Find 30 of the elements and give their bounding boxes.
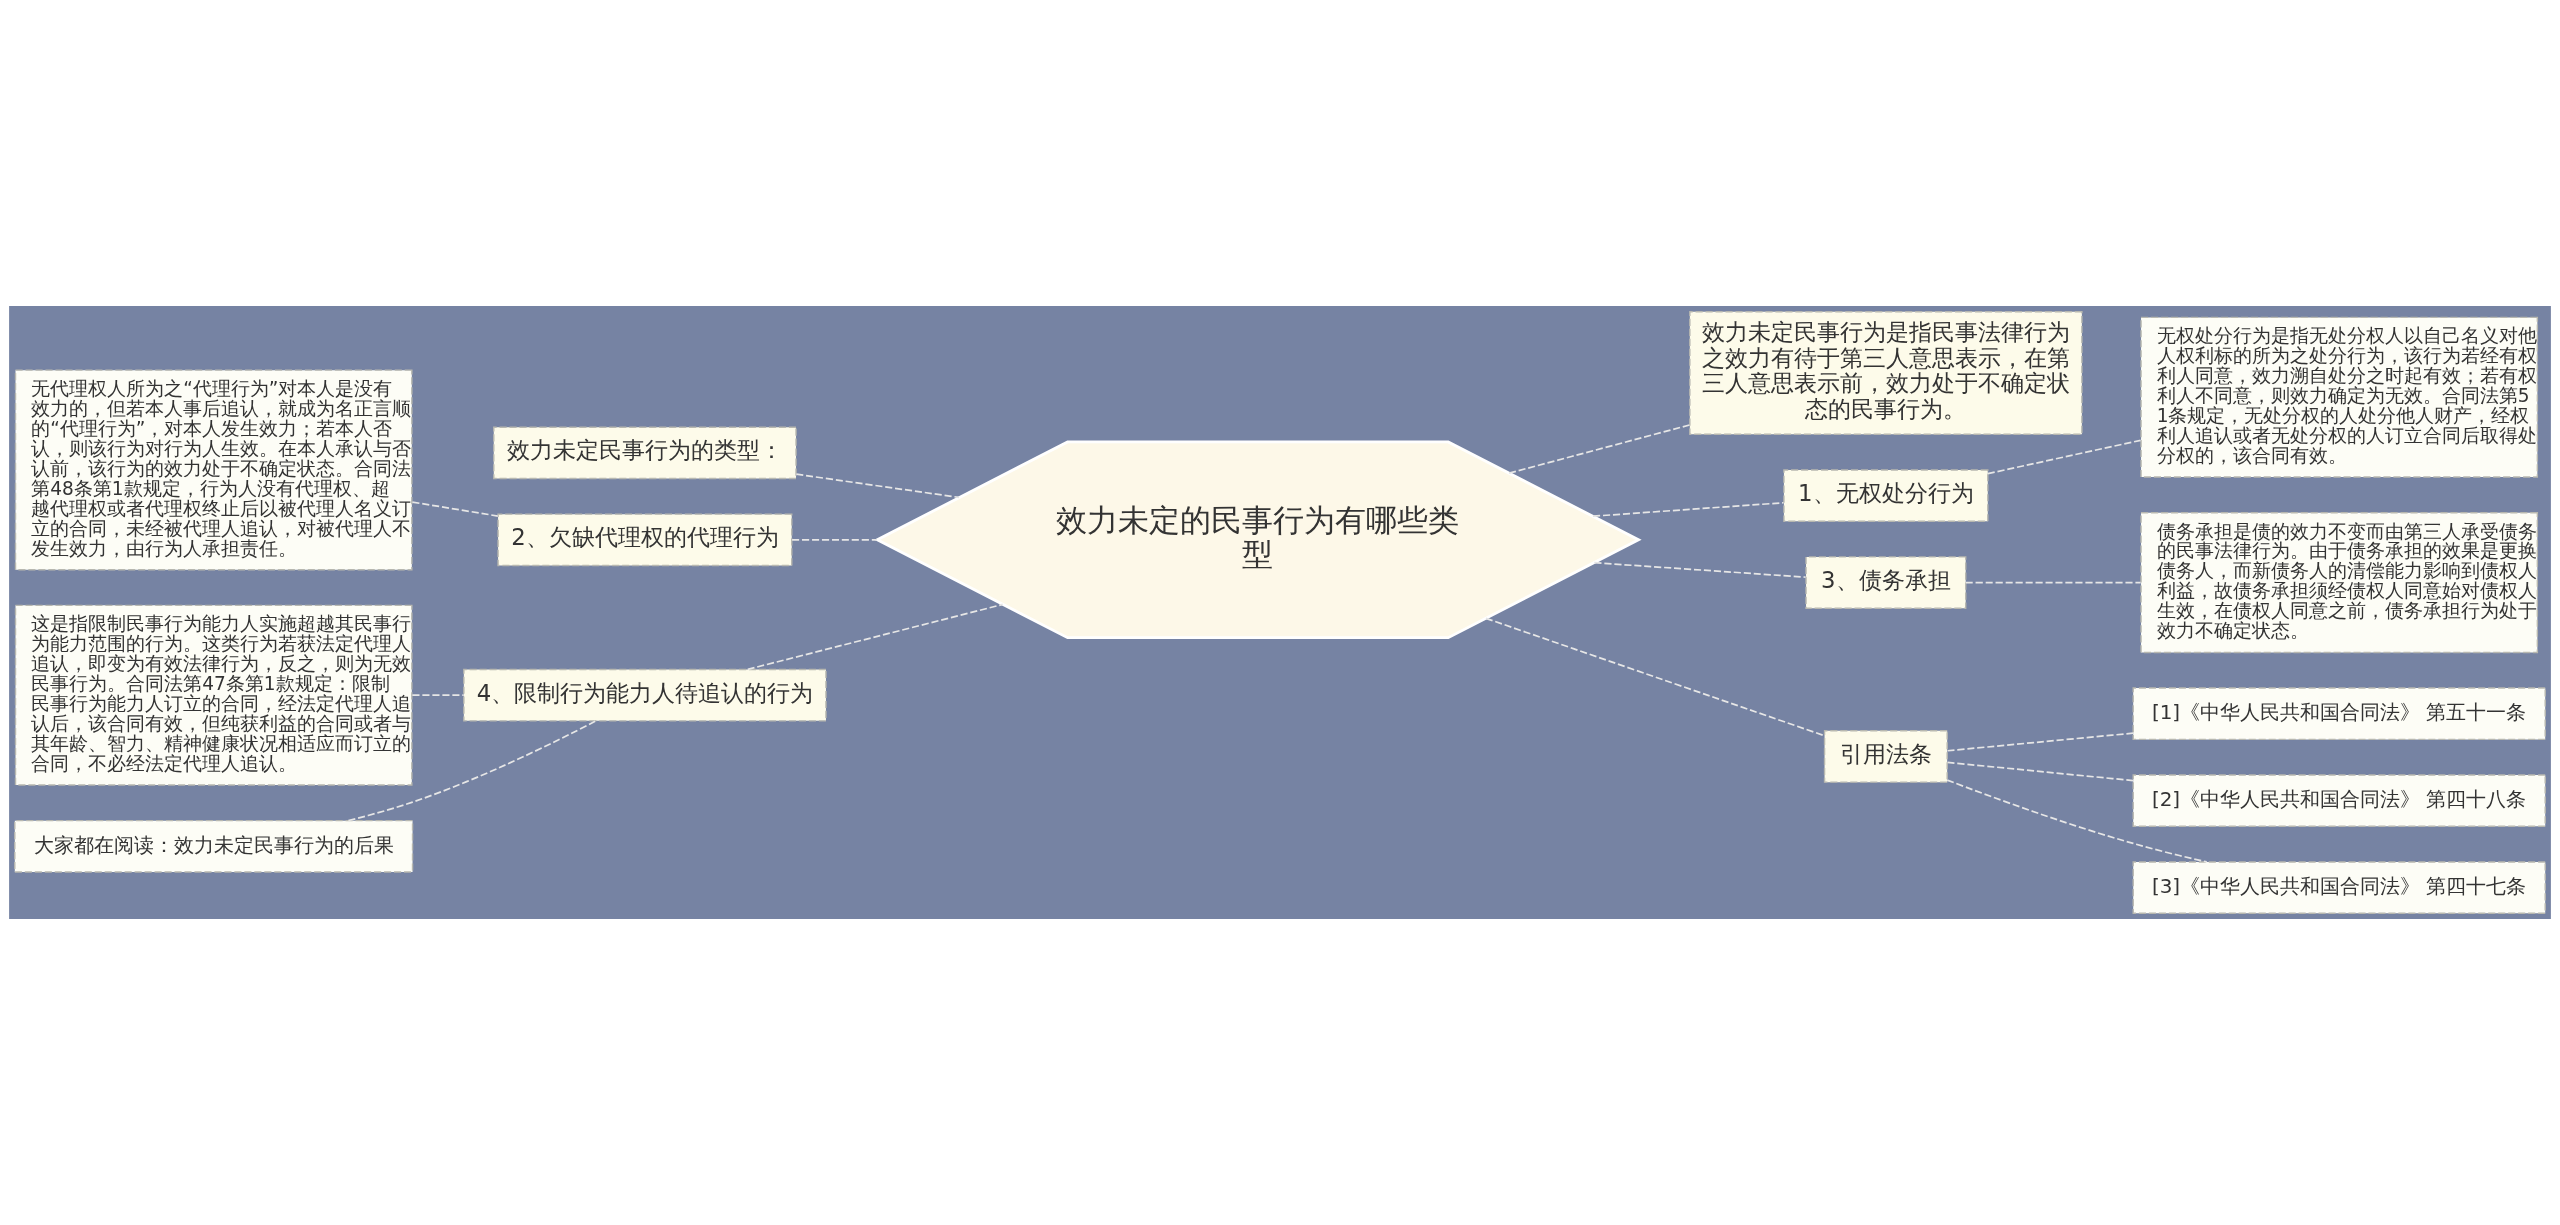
node-box: 效力未定民事行为是指民事法律行为之效力有待于第三人意思表示，在第三人意思表示前，效力处于不确定状态的民事行为。 (1689, 311, 2083, 435)
connector (1986, 439, 2142, 475)
connector (1508, 424, 1691, 474)
connector (1592, 501, 1785, 518)
node-box: 无权处分行为是指无处分权人以自己名义对他人权利标的所为之处分行为，该行为若经有权利人同意，效力溯自处分之时起有效；若有权利人不同意，则效力确定为无效。合同法第51条规定，无处分权的人处分他人财产，经权利人追认或者无处分权的人订立合同后取得处分权的，该合同有效。 (2140, 316, 2539, 478)
connector (1485, 617, 1825, 737)
connector (1593, 561, 1807, 578)
node-box: 无代理权人所为之“代理行为”对本人是没有效力的，但若本人事后追认，就成为名正言顺的“代理行为”，对本人发生效力；若本人否认，则该行为对行为人生效。在本人承认与否认前，该行为的效力处于不确定状态。合同法第48条第1款规定，行为人没有代理权、超越代理权或者代理权终止后以被代理人名义订立的合同，未经被代理人追认，对被代理人不发生效力，由行为人承担责任。 (14, 369, 413, 571)
connector (1946, 732, 2134, 752)
connector (411, 694, 465, 697)
node-box: 这是指限制民事行为能力人实施超越其民事行为能力范围的行为。这类行为若获法定代理人追认，即变为有效法律行为，反之，则为无效民事行为。合同法第47条第1款规定：限制民事行为能力人订立的合同，经法定代理人追认后，该合同有效，但纯获利益的合同或者与其年龄、智力、精神健康状况相适应而订立的合同，不必经法定代理人追认。 (14, 604, 413, 786)
node-box: [1]《中华人民共和国合同法》 第五十一条 (2132, 687, 2546, 741)
node-box: 大家都在阅读：效力未定民事行为的后果 (14, 819, 414, 873)
node-box: 引用法条 (1823, 730, 1948, 783)
connector (411, 501, 499, 517)
node-box: 4、限制行为能力人待追认的行为 (463, 668, 827, 722)
connector (1946, 761, 2134, 782)
node-box: 2、欠缺代理权的代理行为 (497, 513, 793, 567)
node-box: [3]《中华人民共和国合同法》 第四十七条 (2132, 861, 2546, 914)
node-box: 债务承担是债的效力不变而由第三人承受债务的民事法律行为。由于债务承担的效果是更换债务人，而新债务人的清偿能力影响到债权人利益，故债务承担须经债权人同意始对债权人生效，在债权人同意之前，债务承担行为处于效力不确定状态。 (2140, 512, 2539, 654)
connector (1946, 779, 2208, 863)
connector (347, 720, 597, 822)
node-box: [2]《中华人民共和国合同法》 第四十八条 (2132, 774, 2546, 828)
connector (1964, 581, 2142, 584)
node-box: 效力未定民事行为的类型： (493, 426, 797, 480)
node-box: 1、无权处分行为 (1783, 469, 1989, 522)
node-box: 3、债务承担 (1805, 556, 1967, 609)
connector (795, 473, 960, 499)
connector (746, 603, 1004, 671)
connector (791, 538, 878, 541)
